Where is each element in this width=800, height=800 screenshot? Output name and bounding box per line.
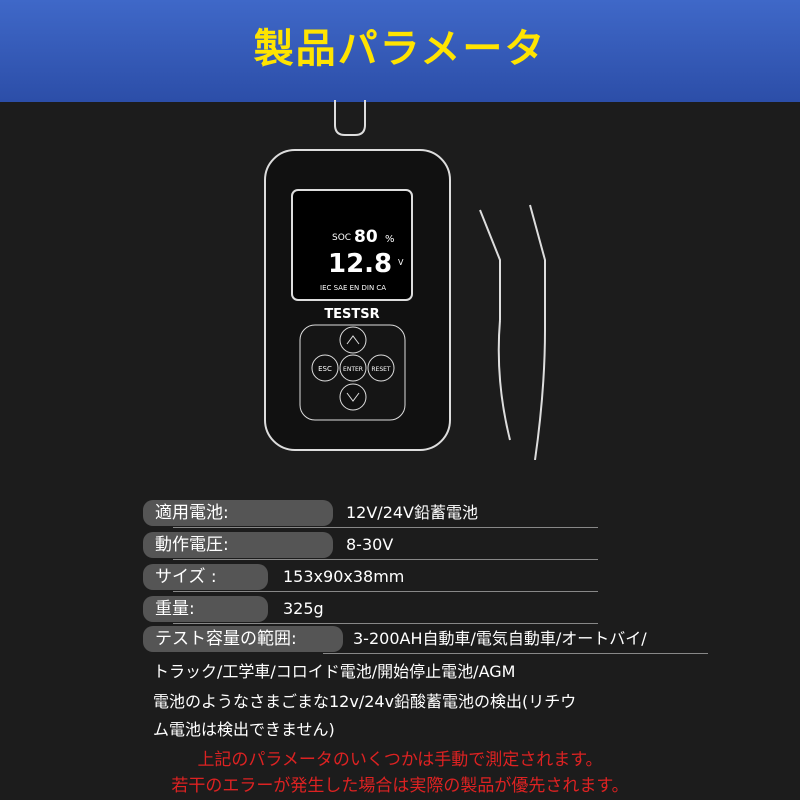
note-line: 上記のパラメータのいくつかは手動で測定されます。 [197, 750, 603, 770]
down-key [339, 383, 367, 411]
svg-text:%: % [385, 234, 395, 245]
esc-key [311, 354, 339, 382]
title-banner: 製品パラメータ [0, 0, 800, 102]
enter-key-label: ENTER [343, 366, 363, 373]
esc-key-label: ESC [318, 365, 332, 373]
spec-value: 325g [283, 599, 324, 618]
soc-readout: 80 [354, 227, 378, 247]
standards-label: IEC SAE EN DIN CA [320, 284, 386, 292]
svg-text:V: V [398, 258, 404, 267]
spec-label: 動作電圧: [143, 532, 333, 558]
soc-label: SOC [332, 233, 351, 243]
page-title: 製品パラメータ [253, 26, 547, 72]
reset-key [367, 354, 395, 382]
clamp-cables [479, 204, 546, 460]
spec-value: 8-30V [346, 535, 394, 554]
spec-continuation: トラック/工学車/コロイド電池/開始停止電池/AGM [153, 662, 516, 681]
spec-label: テスト容量の範囲: [143, 626, 343, 652]
note-line: 若干のエラーが発生した場合は実際の製品が優先されます。 [171, 776, 629, 796]
up-key [339, 326, 367, 354]
enter-key [339, 354, 367, 382]
spec-value: 3-200AH自動車/電気自動車/オートバイ/ [353, 629, 647, 648]
spec-label: 重量: [143, 596, 268, 622]
spec-label: サイズ : [143, 564, 268, 590]
spec-value: 153x90x38mm [283, 567, 405, 586]
spec-value: 12V/24V鉛蓄電池 [346, 503, 479, 522]
battery-tester-image: SOC 80 % 12.8 V IEC SAE EN DIN CA TESTSR… [264, 100, 546, 460]
brand-label: TESTSR [324, 307, 379, 322]
reset-key-label: RESET [371, 366, 391, 373]
spec-continuation: ム電池は検出できません) [153, 720, 335, 739]
voltage-readout: 12.8 [328, 249, 392, 279]
spec-label: 適用電池: [143, 500, 333, 526]
lcd-screen [291, 189, 413, 301]
spec-continuation: 電池のようなさまごまな12v/24v鉛酸蓄電池の検出(リチウ [153, 692, 577, 711]
